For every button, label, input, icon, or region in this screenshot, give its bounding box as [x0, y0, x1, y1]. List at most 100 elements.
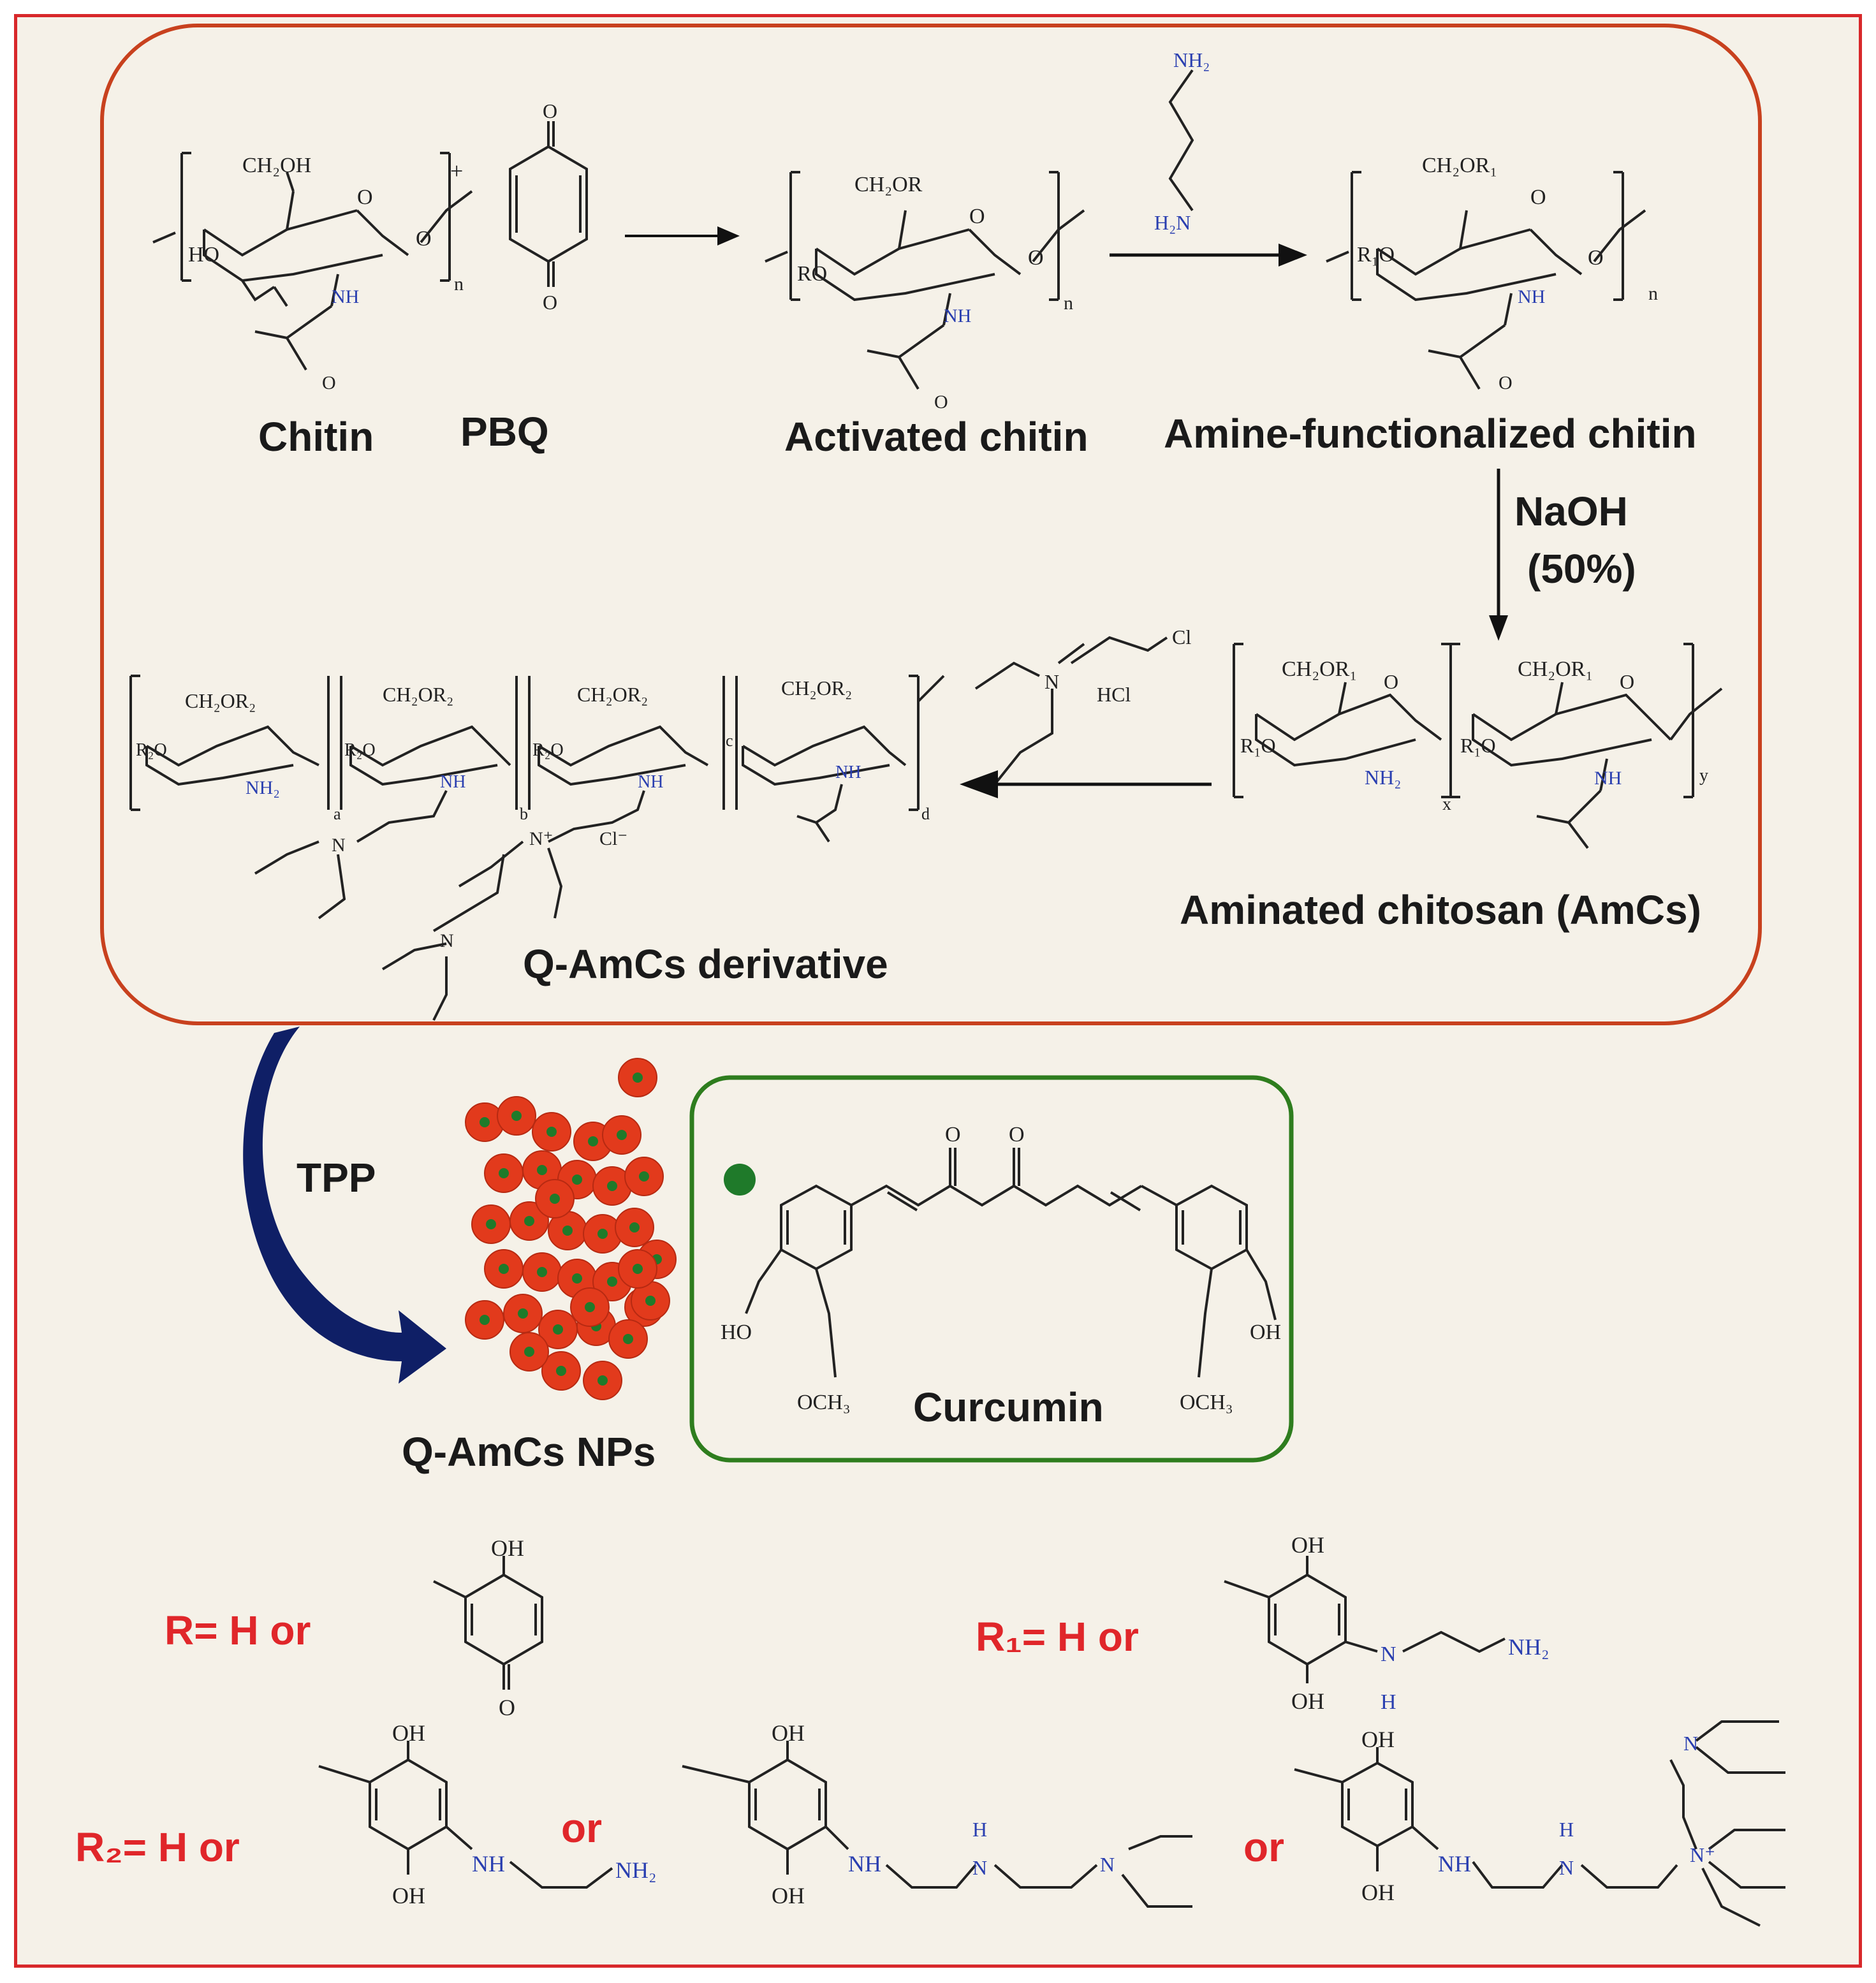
label-r2-def: R₂= H or — [75, 1824, 240, 1870]
chem-ami-n-sub: n — [1648, 283, 1658, 304]
nanoparticle-core — [499, 1264, 509, 1274]
chem-q-nh-d: NH — [835, 763, 861, 782]
chem-amcs-r1o-a: R₁O — [1240, 734, 1276, 757]
chem-cur-oh: OH — [1250, 1321, 1281, 1344]
label-r-def: R= H or — [165, 1607, 311, 1653]
chem-r2b-nh: NH — [848, 1851, 881, 1877]
chem-ami-nh: NH — [1518, 286, 1545, 307]
label-qamcs-derivative: Q-AmCs derivative — [523, 941, 888, 987]
chem-q-clminus: Cl⁻ — [599, 828, 627, 849]
nanoparticle-core — [629, 1222, 640, 1233]
label-curcumin: Curcumin — [913, 1384, 1104, 1430]
amine-chitin-structure — [1326, 171, 1646, 390]
nanoparticle-core — [480, 1315, 490, 1325]
label-naoh-pct: (50%) — [1527, 546, 1636, 592]
nanoparticle-core — [537, 1267, 547, 1277]
chem-r2c-h: H — [1559, 1818, 1574, 1841]
nanoparticle-core — [556, 1366, 566, 1376]
label-chitin: Chitin — [258, 414, 374, 460]
chem-r1-oh-bottom: OH — [1291, 1688, 1324, 1714]
chem-q-n1: N — [332, 835, 346, 856]
chem-r2b-oh-bottom: OH — [772, 1883, 805, 1908]
chem-r2a-nh2: NH₂ — [615, 1857, 657, 1883]
nanoparticle-core — [480, 1117, 490, 1127]
arrow-naoh — [1489, 469, 1508, 641]
chem-q-ch2or2-d: CH₂OR₂ — [781, 677, 852, 699]
nanoparticle-core — [518, 1308, 528, 1319]
chem-r2a-oh-top: OH — [392, 1720, 425, 1746]
chem-r2b-oh-top: OH — [772, 1720, 805, 1746]
chem-q-c: c — [726, 731, 733, 750]
chem-ho: HO — [188, 243, 219, 267]
chem-r2c-oh-top: OH — [1361, 1727, 1395, 1752]
nanoparticle-core — [524, 1216, 534, 1226]
curcumin-box — [689, 1075, 1294, 1463]
chem-q-n2: N — [440, 930, 454, 951]
chem-q-ch2or2-b: CH₂OR₂ — [383, 683, 453, 706]
chem-q-d: d — [921, 805, 930, 823]
chem-r-oh: OH — [491, 1535, 524, 1561]
chem-pbq-o-bottom: O — [543, 291, 557, 314]
nanoparticle-core — [645, 1296, 656, 1306]
deae-cl-structure — [974, 636, 1168, 786]
chem-q-nplus: N⁺ — [529, 828, 553, 849]
chem-r2b-n: N — [972, 1856, 987, 1879]
chem-act-o-carbonyl: O — [934, 391, 948, 413]
chem-r1-oh-top: OH — [1291, 1532, 1324, 1558]
curcumin-structure — [745, 1148, 1277, 1378]
nanoparticle-core — [572, 1273, 582, 1284]
nanoparticle-core — [486, 1219, 496, 1229]
chem-nh2-top: NH₂ — [1173, 48, 1210, 71]
r1-group-structure — [1224, 1556, 1506, 1683]
curcumin-legend-dot — [724, 1164, 756, 1196]
chem-cur-och3-left: OCH₃ — [797, 1391, 851, 1414]
chem-q-ch2or2-c: CH₂OR₂ — [577, 683, 648, 706]
chem-pbq-o-top: O — [543, 99, 557, 122]
activated-chitin-structure — [765, 171, 1085, 390]
chem-r2c-n: N — [1559, 1856, 1574, 1879]
chem-nh: NH — [332, 286, 359, 307]
chem-cur-o1: O — [945, 1123, 961, 1146]
pbq-structure — [509, 121, 588, 287]
nanoparticle-core — [550, 1194, 560, 1204]
chem-n-sub: n — [454, 274, 464, 295]
chem-r1o-top: R₁O — [1357, 243, 1395, 267]
chem-ch2oh: CH₂OH — [242, 154, 311, 177]
label-or-1: or — [561, 1805, 602, 1851]
qamcs-structure — [129, 675, 945, 1021]
chem-amcs-x: x — [1442, 794, 1451, 814]
chem-amcs-o2: O — [1620, 670, 1634, 693]
label-r1-def: R₁= H or — [976, 1614, 1139, 1660]
r2-group-1-structure — [318, 1741, 613, 1889]
chem-r2a-nh: NH — [472, 1851, 505, 1877]
chem-r1-h: H — [1381, 1690, 1396, 1714]
chem-r2c-oh-bottom: OH — [1361, 1880, 1395, 1905]
chem-amcs-y: y — [1699, 766, 1708, 786]
label-amine-chitin: Amine-functionalized chitin — [1164, 411, 1697, 457]
arrow-2 — [1110, 244, 1307, 267]
nanoparticle-core — [511, 1111, 522, 1121]
nanoparticle-core — [524, 1347, 534, 1357]
nanoparticle-core — [553, 1324, 563, 1335]
chem-cur-ho: HO — [721, 1321, 752, 1344]
nanoparticle-core — [617, 1130, 627, 1140]
chem-ami-o-carbonyl: O — [1499, 372, 1513, 393]
label-or-2: or — [1243, 1824, 1284, 1870]
chem-q-r2o-c: R₂O — [532, 740, 564, 760]
chem-ch2or1-top: CH₂OR₁ — [1422, 154, 1497, 177]
r2-group-2-structure — [682, 1741, 1192, 1908]
chem-r-o: O — [499, 1695, 515, 1720]
chem-o-ring: O — [357, 186, 373, 209]
label-pbq: PBQ — [460, 409, 549, 455]
chem-q-r2o-b: R₂O — [344, 740, 376, 760]
nanoparticle-core — [537, 1165, 547, 1175]
nanoparticle-core — [585, 1302, 595, 1312]
nanoparticle-core — [639, 1171, 649, 1182]
chem-ro: RO — [797, 262, 827, 286]
chem-r2c-n-top: N — [1683, 1732, 1698, 1755]
chem-act-n-sub: n — [1064, 293, 1073, 314]
chem-r2a-oh-bottom: OH — [392, 1883, 425, 1908]
nanoparticle-core — [572, 1174, 582, 1185]
nanoparticle-core — [597, 1375, 608, 1386]
chem-cur-och3-right: OCH₃ — [1180, 1391, 1233, 1414]
